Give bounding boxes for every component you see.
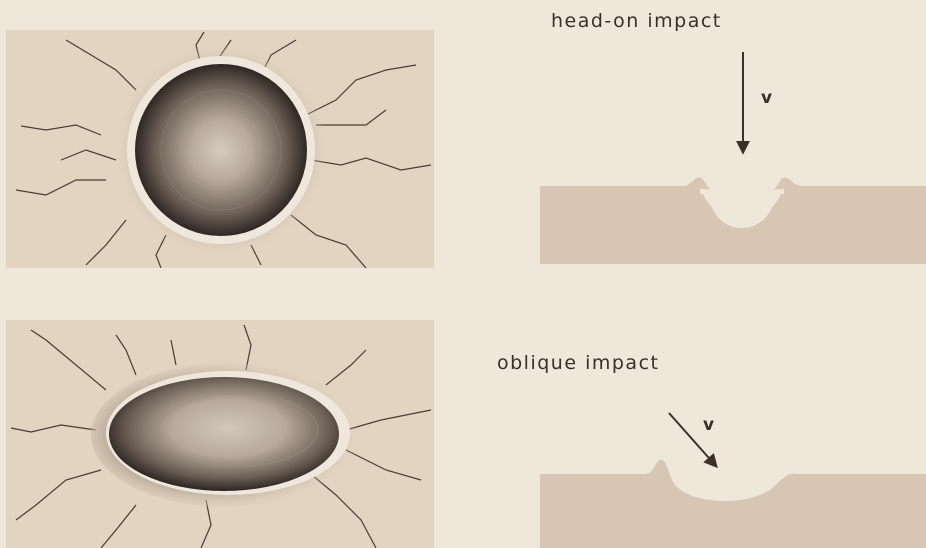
oblique-target-cross-section [540, 460, 926, 548]
oblique-velocity-arrow [669, 413, 716, 466]
